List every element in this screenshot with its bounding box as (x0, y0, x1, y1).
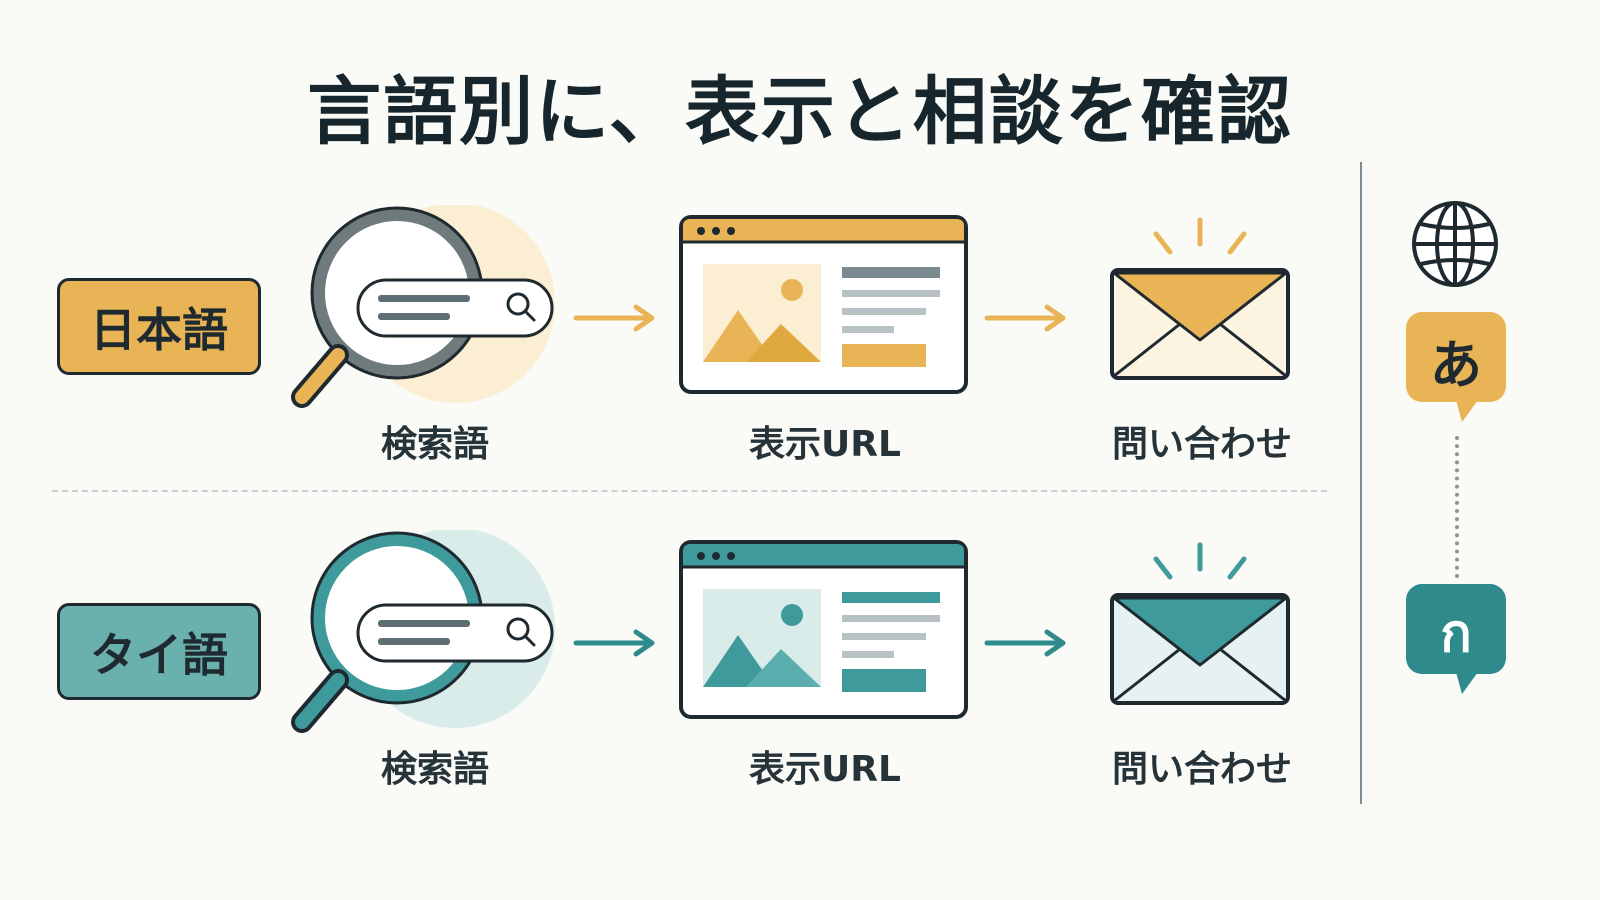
envelope-icon (1110, 542, 1290, 705)
side-divider (1360, 162, 1362, 804)
speech-bubble-japanese: あ (1404, 310, 1512, 428)
step-label-inquiry: 問い合わせ (1111, 424, 1292, 465)
search-icon (291, 205, 555, 408)
search-icon (291, 530, 555, 733)
envelope-icon (1110, 217, 1290, 380)
language-badge-thai: タイ語 (57, 603, 261, 700)
page-title: 言語別に、表示と相談を確認 (307, 69, 1293, 155)
row-divider (52, 490, 1327, 492)
speech-bubble-thai: ก (1404, 582, 1512, 700)
japanese-flow-row: 日本語 (0, 200, 1360, 500)
arrow-right-icon (573, 304, 655, 332)
thai-ko-kai-glyph: ก (1440, 603, 1472, 664)
language-badge-japanese: 日本語 (57, 278, 261, 375)
dotted-connector (1455, 436, 1459, 578)
step-label-search-term: 検索語 (380, 424, 489, 465)
hiragana-a-glyph: あ (1429, 335, 1482, 396)
thai-flow-row: タイ語 (0, 525, 1360, 825)
step-label-search-term: 検索語 (380, 749, 489, 790)
browser-page-icon (679, 540, 968, 719)
arrow-right-icon (984, 629, 1066, 657)
arrow-right-icon (984, 304, 1066, 332)
arrow-right-icon (573, 629, 655, 657)
browser-page-icon (679, 215, 968, 394)
step-label-display-url: 表示URL (749, 424, 901, 465)
globe-icon (1412, 201, 1498, 287)
step-label-inquiry: 問い合わせ (1111, 749, 1292, 790)
step-label-display-url: 表示URL (749, 749, 901, 790)
